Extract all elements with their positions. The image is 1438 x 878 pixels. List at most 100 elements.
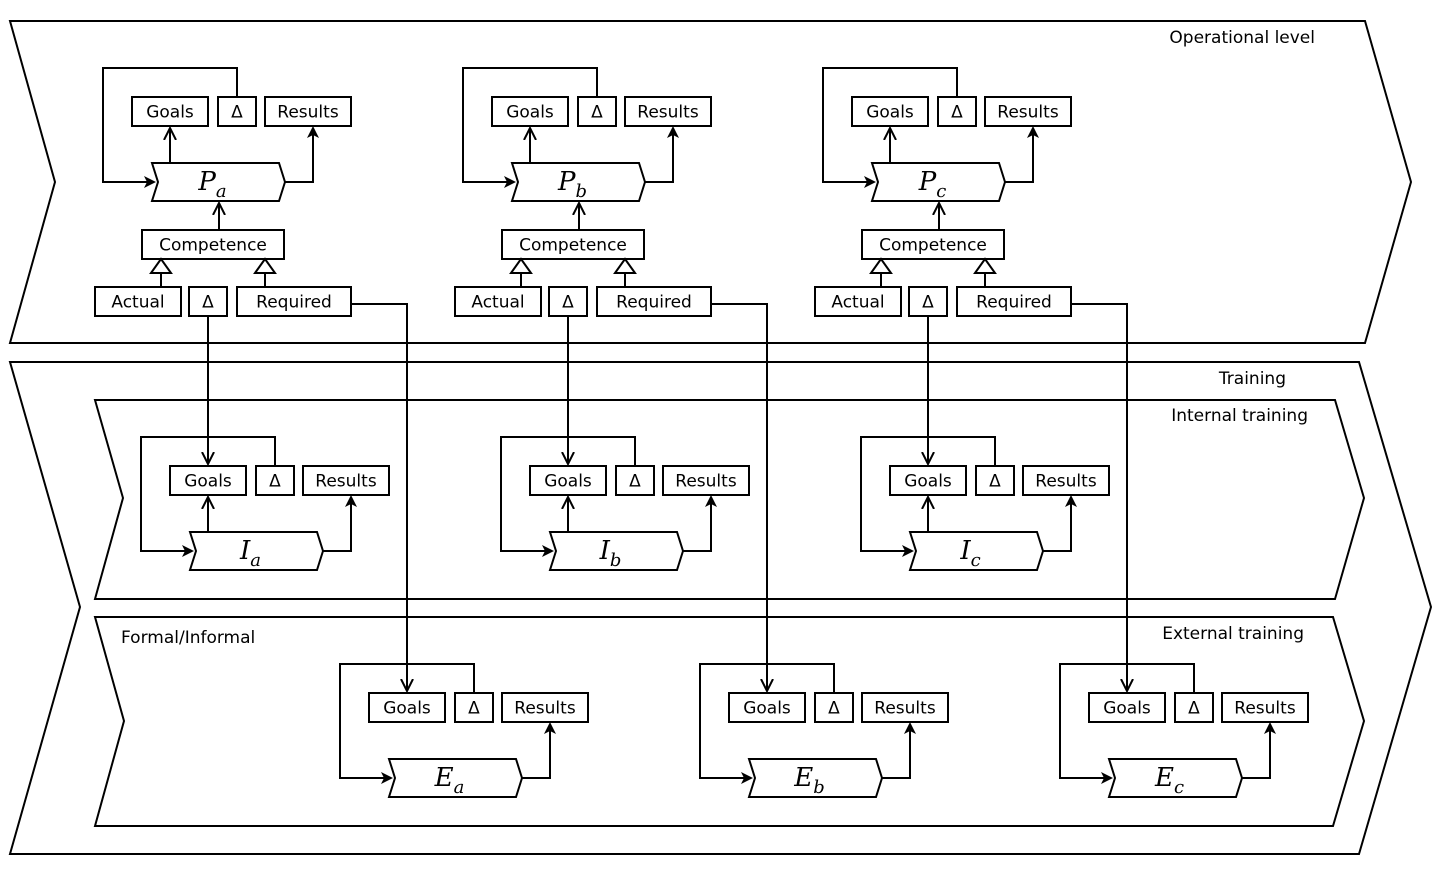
int-c-results-box: Results — [1022, 465, 1110, 496]
int-a-results-arrow — [323, 495, 357, 552]
op-a-actual-box-label: Actual — [111, 293, 164, 313]
int-c-results-arrow — [1043, 495, 1077, 552]
op-c-actual-box-label: Actual — [831, 293, 884, 313]
external-training-label: External training — [1162, 624, 1304, 644]
op-b-results-box-rect — [624, 96, 712, 127]
op-b-required-box-rect — [596, 286, 712, 317]
int-b-goals-box-label: Goals — [544, 472, 592, 492]
ext-c-process-shape — [1107, 758, 1244, 798]
int-c-results-box-rect — [1022, 465, 1110, 496]
op-a-process-shape — [150, 162, 287, 202]
op-b-gap-box: Δ — [548, 286, 588, 317]
op-a-required-box-rect — [236, 286, 352, 317]
ext-b-results-box-label: Results — [874, 699, 936, 719]
ext-b-process-shape — [747, 758, 884, 798]
int-b-process-shape — [548, 531, 685, 571]
op-b-delta-loop-arrow — [462, 67, 598, 188]
op-c-required-box-label: Required — [976, 293, 1052, 313]
op-a-results-box: Results — [264, 96, 352, 127]
int-b-results-box: Results — [662, 465, 750, 496]
int-a-process-shape — [188, 531, 325, 571]
ext-c-results-box-rect — [1221, 692, 1309, 723]
op-a-competence-box: Competence — [141, 229, 285, 260]
op-c-goals-box-rect — [851, 96, 929, 127]
op-a-gap-box-label: Δ — [202, 293, 214, 313]
int-b-results-arrow — [683, 495, 717, 552]
op-a-actual-box-rect — [94, 286, 182, 317]
op-b-results-box-label: Results — [637, 103, 699, 123]
op-b-goals-box-rect — [491, 96, 569, 127]
ext-c-goals-box-rect — [1088, 692, 1166, 723]
int-b-delta-box-label: Δ — [629, 472, 641, 492]
int-a-results-box-label: Results — [315, 472, 377, 492]
op-b-actual-box-rect — [454, 286, 542, 317]
op-a-delta-box: Δ — [217, 96, 257, 127]
ext-b-results-box-rect — [861, 692, 949, 723]
int-c-delta-box: Δ — [975, 465, 1015, 496]
int-a-delta-box: Δ — [255, 465, 295, 496]
int-c-goals-box-label: Goals — [904, 472, 952, 492]
int-b-process: Ib — [548, 531, 685, 571]
int-c-process: Ic — [908, 531, 1045, 571]
ext-c-process: Ec — [1107, 758, 1244, 798]
ext-a-results-box-rect — [501, 692, 589, 723]
op-a-competence-box-rect — [141, 229, 285, 260]
op-b-goals-box-label: Goals — [506, 103, 554, 123]
ext-a-goals-box-label: Goals — [383, 699, 431, 719]
ext-b-delta-box-label: Δ — [828, 699, 840, 719]
op-c-gap-box-label: Δ — [922, 293, 934, 313]
op-a-results-box-rect — [264, 96, 352, 127]
op-a-required-box: Required — [236, 286, 352, 317]
int-c-goals-box: Goals — [889, 465, 967, 496]
op-b-actual-generalization-icon — [509, 257, 533, 274]
ext-a-results-arrow — [522, 722, 556, 779]
op-b-competence-box: Competence — [501, 229, 645, 260]
ext-a-delta-box-label: Δ — [468, 699, 480, 719]
op-a-goals-box: Goals — [131, 96, 209, 127]
ext-c-delta-loop-arrow — [1059, 663, 1195, 784]
op-a-actual-box: Actual — [94, 286, 182, 317]
internal-training-zone: Internal training — [93, 399, 1366, 600]
op-a-required-box-label: Required — [256, 293, 332, 313]
op-c-competence-box-rect — [861, 229, 1005, 260]
op-c-delta-box: Δ — [937, 96, 977, 127]
op-a-actual-generalization-icon — [149, 257, 173, 274]
int-a-goals-box-label: Goals — [184, 472, 232, 492]
op-b-required-box-label: Required — [616, 293, 692, 313]
op-b-competence-box-rect — [501, 229, 645, 260]
ext-c-goals-box: Goals — [1088, 692, 1166, 723]
op-a-results-arrow — [285, 126, 319, 183]
op-a-required-generalization-icon — [253, 257, 277, 274]
ext-b-delta-box-rect — [814, 692, 854, 723]
op-c-required-box-rect — [956, 286, 1072, 317]
op-a-goals-box-label: Goals — [146, 103, 194, 123]
op-a-delta-box-label: Δ — [231, 103, 243, 123]
op-c-gap-box-rect — [908, 286, 948, 317]
ext-b-goals-box-label: Goals — [743, 699, 791, 719]
op-c-results-box-rect — [984, 96, 1072, 127]
operational-level-label: Operational level — [1169, 28, 1315, 48]
int-a-process: Ia — [188, 531, 325, 571]
int-a-delta-box-rect — [255, 465, 295, 496]
op-a-delta-loop-arrow — [102, 67, 238, 188]
op-c-process: Pc — [870, 162, 1007, 202]
required-to-external-goals-arrow-a — [351, 303, 407, 691]
int-b-delta-box-rect — [615, 465, 655, 496]
op-c-competence-box: Competence — [861, 229, 1005, 260]
int-c-delta-box-rect — [975, 465, 1015, 496]
ext-a-process: Ea — [387, 758, 524, 798]
op-b-competence-box-label: Competence — [519, 236, 627, 256]
op-c-results-box: Results — [984, 96, 1072, 127]
int-a-delta-loop-arrow — [140, 436, 276, 557]
ext-a-results-box-label: Results — [514, 699, 576, 719]
int-a-goals-box: Goals — [169, 465, 247, 496]
